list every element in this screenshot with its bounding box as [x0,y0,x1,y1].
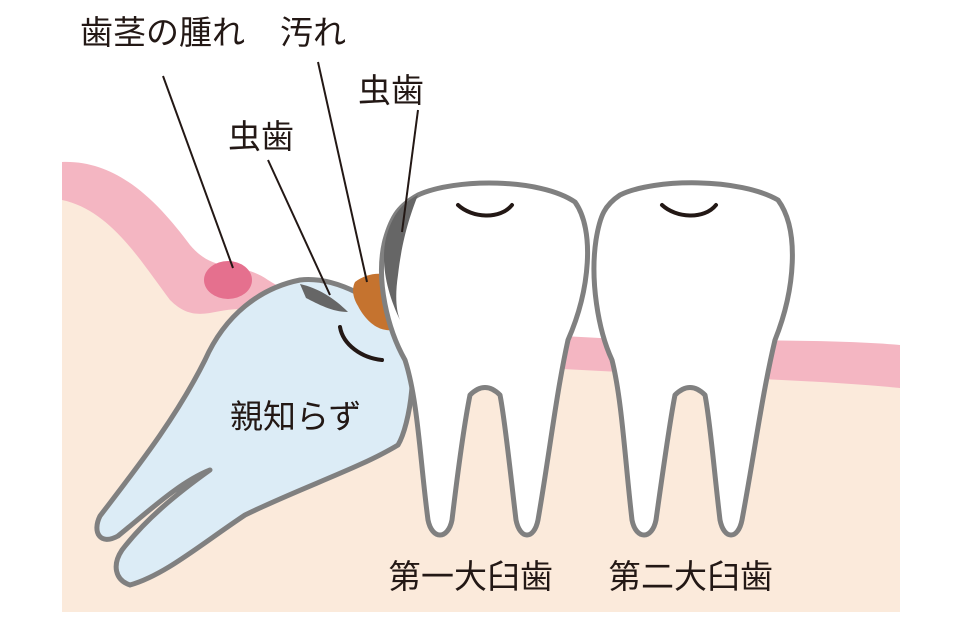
first-molar-tooth [379,180,591,538]
wisdom-tooth-smile [338,325,384,362]
second-molar-smile [660,203,718,218]
second-molar-tooth [591,180,795,538]
gum-swelling [204,261,252,299]
wisdom-tooth-decay [300,284,348,312]
label-second-molar: 第二大臼歯 [608,557,773,596]
label-cavity-wisdom: 虫歯 [228,117,294,156]
leader-cavity-wisdom [267,159,331,296]
leader-stain [317,61,368,283]
label-stain: 汚れ [280,13,346,52]
label-gum-swelling: 歯茎の腫れ [80,13,245,52]
first-molar-smile [456,203,514,218]
label-first-molar: 第一大臼歯 [388,557,553,596]
wisdom-tooth [94,277,416,588]
label-cavity-molar: 虫歯 [358,71,424,110]
leader-cavity-molar [401,109,419,233]
leader-gum-swelling [162,75,234,269]
label-wisdom-tooth: 親知らず [230,397,362,436]
first-molar-decay [383,195,418,320]
